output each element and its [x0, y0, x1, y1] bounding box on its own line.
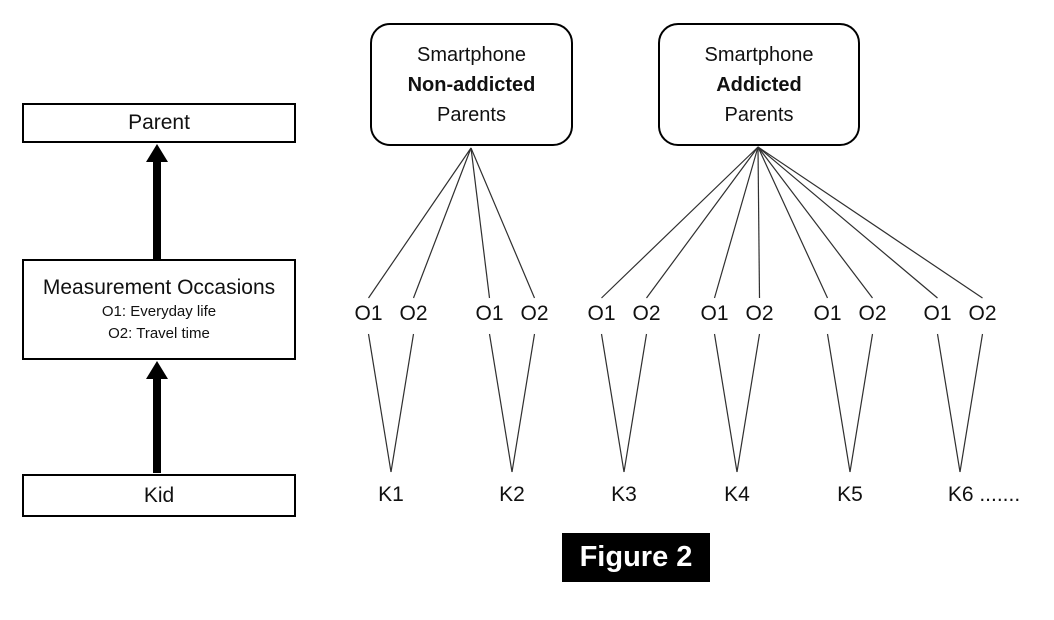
- occasion-label-unit6-o1: O1: [921, 302, 954, 326]
- fan-line-group1-unit6-o2: [757, 146, 983, 299]
- kid-label-k1: K1: [376, 483, 406, 507]
- fan-line-group1-unit5-o1: [757, 146, 829, 299]
- occasion-label-unit3-o2: O2: [630, 302, 663, 326]
- group-1-line-1: Smartphone: [704, 43, 814, 66]
- occasion-label-unit5-o1: O1: [811, 302, 844, 326]
- parent-box: Parent: [22, 103, 296, 143]
- v-line-unit4-o1: [713, 333, 738, 473]
- arrow-kid-level-up-head: [146, 144, 168, 162]
- figure-caption-text: Figure 2: [579, 541, 693, 573]
- group-1-line-3: Parents: [724, 103, 794, 126]
- kid-label-k3: K3: [609, 483, 639, 507]
- kid-label-k5: K5: [835, 483, 865, 507]
- v-line-unit1-o1: [367, 333, 392, 473]
- occasion-label-unit2-o2: O2: [518, 302, 551, 326]
- fan-line-group1-unit5-o2: [757, 146, 873, 299]
- v-line-unit5-o1: [826, 333, 851, 473]
- fan-line-group1-unit4-o1: [713, 146, 759, 299]
- fan-line-group0-unit2-o1: [470, 147, 491, 299]
- fan-line-group1-unit3-o2: [646, 146, 759, 299]
- parent-box-label: Parent: [128, 111, 190, 134]
- fan-line-group1-unit4-o2: [757, 146, 761, 299]
- occasion-label-unit4-o1: O1: [698, 302, 731, 326]
- group-box-addicted-parents: Smartphone Addicted Parents: [658, 23, 860, 146]
- occasion-label-unit4-o2: O2: [743, 302, 776, 326]
- measurement-occasions-box: Measurement Occasions O1: Everyday life …: [22, 259, 296, 360]
- occasion-label-unit3-o1: O1: [585, 302, 618, 326]
- group-0-line-3: Parents: [437, 103, 506, 126]
- group-0-line-2: Non-addicted: [407, 73, 536, 96]
- v-line-unit6-o2: [959, 333, 984, 473]
- arrow-occasion-level-up-head: [146, 361, 168, 379]
- occasion-label-unit1-o2: O2: [397, 302, 430, 326]
- kid-box: Kid: [22, 474, 296, 517]
- fan-line-group0-unit1-o2: [412, 147, 472, 299]
- arrow-occasion-level-up-shaft: [153, 378, 161, 473]
- fan-line-group0-unit2-o2: [470, 147, 536, 299]
- occasion-1-description: O1: Everyday life: [101, 303, 217, 320]
- kid-label-k6: K6 .......: [945, 483, 1023, 507]
- figure-caption: Figure 2: [562, 533, 710, 582]
- v-line-unit2-o2: [511, 333, 536, 473]
- v-line-unit5-o2: [849, 333, 874, 473]
- group-box-nonaddicted-parents: Smartphone Non-addicted Parents: [370, 23, 573, 146]
- v-line-unit1-o2: [390, 333, 415, 473]
- occasion-2-description: O2: Travel time: [108, 325, 210, 342]
- v-line-unit2-o1: [488, 333, 513, 473]
- fan-line-group1-unit3-o1: [601, 146, 759, 299]
- occasion-label-unit2-o1: O1: [473, 302, 506, 326]
- arrow-kid-level-up-shaft: [153, 160, 161, 259]
- v-line-unit3-o2: [623, 333, 648, 473]
- kid-box-label: Kid: [143, 483, 175, 507]
- group-0-line-1: Smartphone: [417, 43, 526, 66]
- fan-line-group0-unit1-o1: [368, 147, 472, 299]
- occasion-label-unit5-o2: O2: [856, 302, 889, 326]
- fan-line-group1-unit6-o1: [757, 146, 938, 299]
- kid-label-k4: K4: [722, 483, 752, 507]
- occasion-label-unit1-o1: O1: [352, 302, 385, 326]
- v-line-unit4-o2: [736, 333, 761, 473]
- v-line-unit6-o1: [936, 333, 961, 473]
- measurement-occasions-title: Measurement Occasions: [42, 276, 276, 299]
- group-1-line-2: Addicted: [716, 73, 802, 96]
- occasion-label-unit6-o2: O2: [966, 302, 999, 326]
- v-line-unit3-o1: [600, 333, 625, 473]
- kid-label-k2: K2: [497, 483, 527, 507]
